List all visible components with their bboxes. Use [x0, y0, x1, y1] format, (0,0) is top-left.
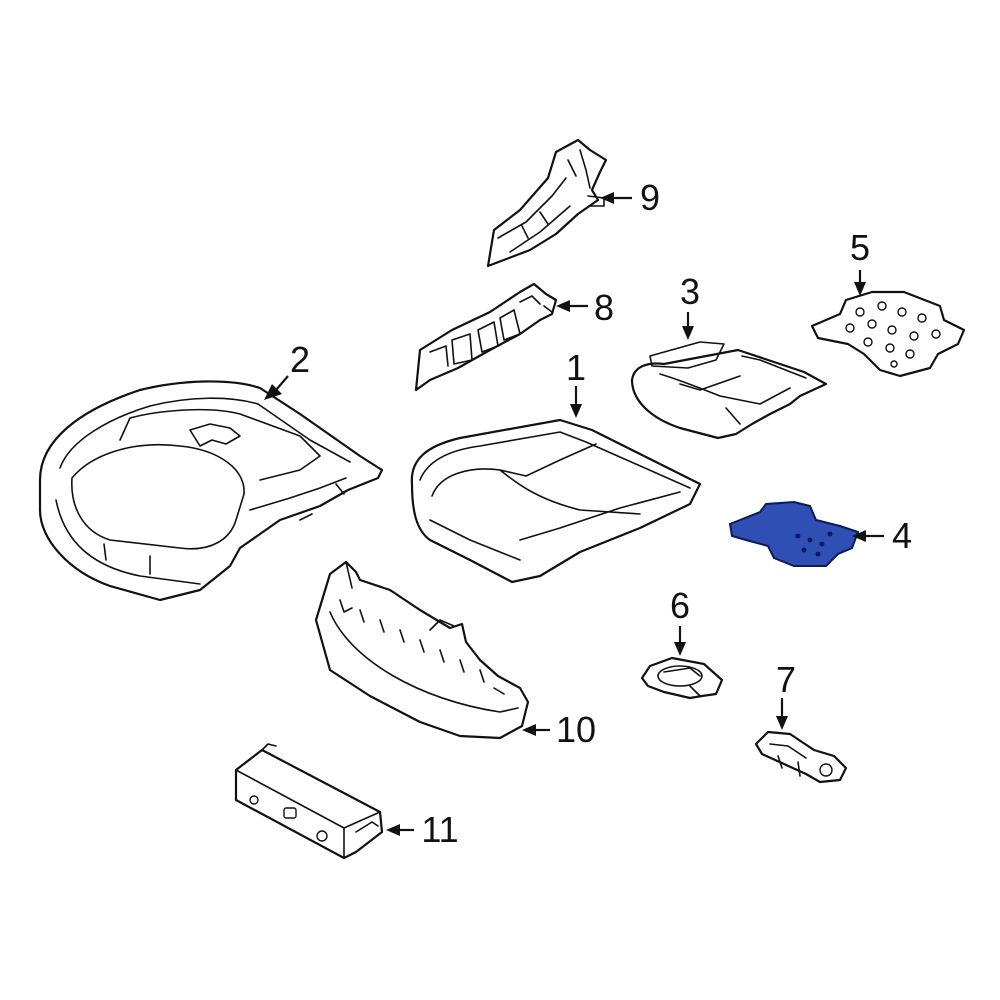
callout-1[interactable]: 1 [566, 347, 586, 388]
callout-2[interactable]: 2 [290, 339, 310, 380]
callout-8[interactable]: 8 [594, 287, 614, 328]
part-10-trim-panel[interactable] [314, 560, 530, 740]
leaders [264, 192, 884, 836]
callout-6[interactable]: 6 [670, 585, 690, 626]
part-1-cushion-pad[interactable] [410, 418, 702, 584]
part-2-cushion-cover[interactable] [38, 380, 384, 602]
callout-7[interactable]: 7 [776, 659, 796, 700]
part-6-clip[interactable] [640, 656, 724, 700]
callout-10[interactable]: 10 [556, 709, 596, 750]
part-7-hook-bracket[interactable] [754, 730, 848, 784]
part-4-mat-highlighted[interactable] [728, 500, 860, 567]
callout-5[interactable]: 5 [850, 227, 870, 268]
part-11-control-module[interactable] [234, 743, 384, 860]
callout-4[interactable]: 4 [892, 515, 912, 556]
part-9-bracket[interactable] [486, 138, 608, 268]
part-5-heating-mat[interactable] [810, 290, 966, 378]
callout-11[interactable]: 11 [421, 809, 458, 850]
callout-labels: 1 2 3 4 5 6 7 8 9 10 11 [290, 177, 912, 850]
callout-9[interactable]: 9 [640, 177, 660, 218]
callout-3[interactable]: 3 [680, 271, 700, 312]
part-3-pad-assembly[interactable] [630, 341, 828, 440]
part-8-bracket[interactable] [414, 282, 558, 392]
